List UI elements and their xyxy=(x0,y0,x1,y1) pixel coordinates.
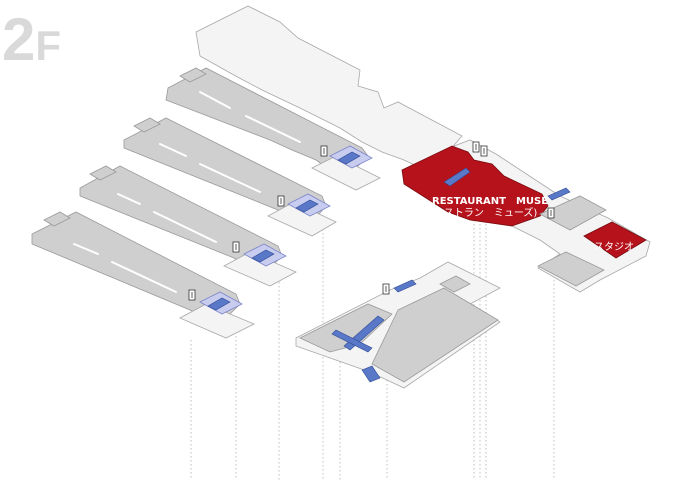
restaurant-kana-label: (レストラン ミューズ) xyxy=(430,206,537,219)
restaurant-muse xyxy=(401,145,549,227)
wing-4 xyxy=(31,211,255,339)
elevator-icon xyxy=(277,195,285,207)
elevator-icon xyxy=(382,283,390,295)
escalator-icon xyxy=(361,365,381,383)
studio xyxy=(583,221,647,259)
wing-2 xyxy=(123,117,337,237)
escalator-icon xyxy=(337,151,361,165)
elevator-icon xyxy=(188,289,196,301)
central-hall xyxy=(295,261,501,389)
escalator-icon xyxy=(547,187,571,201)
elevator-icon xyxy=(480,145,488,157)
wing-escalators xyxy=(199,145,373,315)
escalator-icon xyxy=(251,249,275,263)
studio-label: スタジオ xyxy=(594,241,634,253)
floor-number: 2 xyxy=(2,6,36,73)
escalator-icon xyxy=(331,329,373,353)
floor-suffix: F xyxy=(35,22,62,69)
restaurant-name-label: RESTAURANT MUSE xyxy=(432,196,548,207)
escalator-icon xyxy=(443,167,471,187)
elevator-icon xyxy=(320,145,328,157)
wing-1 xyxy=(165,67,381,191)
wing-3 xyxy=(79,165,297,287)
elevator-icon xyxy=(232,241,240,253)
wing-elevators xyxy=(188,145,328,301)
right-building xyxy=(401,139,651,293)
floor-label: 2F xyxy=(2,10,61,70)
escalator-icon xyxy=(207,297,231,311)
escalator-icon xyxy=(393,279,417,293)
elevator-icon xyxy=(472,141,480,153)
elevator-icon xyxy=(547,207,555,219)
escalator-icon xyxy=(295,199,319,213)
